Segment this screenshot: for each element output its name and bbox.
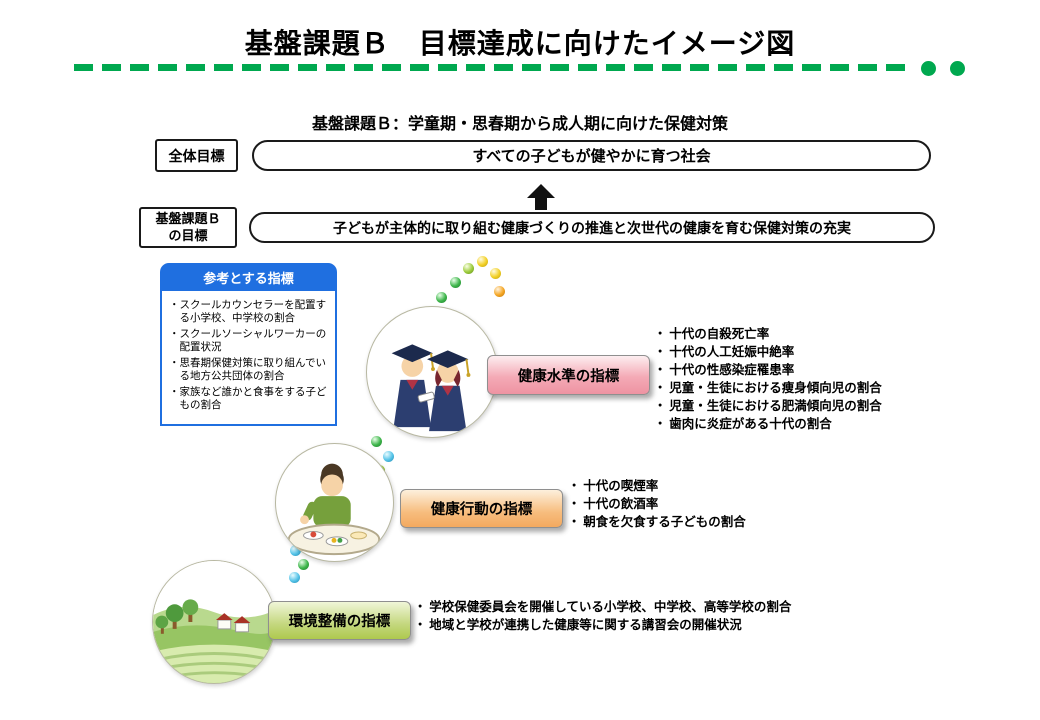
bead-decoration <box>371 436 382 447</box>
bead-decoration <box>477 256 488 267</box>
up-arrow-icon <box>527 184 555 210</box>
issue-b-goal-text: 子どもが主体的に取り組む健康づくりの推進と次世代の健康を育む保健対策の充実 <box>249 212 935 243</box>
divider-dot <box>950 61 965 76</box>
list-item: 思春期保健対策に取り組んでいる地方公共団体の割合 <box>169 357 328 384</box>
bead-decoration <box>436 292 447 303</box>
list-item: 十代の性感染症罹患率 <box>658 361 1033 379</box>
list-item: 十代の喫煙率 <box>572 477 902 495</box>
list-item: 家族など誰かと食事をする子どもの割合 <box>169 386 328 413</box>
bead-decoration <box>290 545 301 556</box>
bead-decoration <box>494 286 505 297</box>
landscape-icon <box>153 561 275 683</box>
bead-decoration <box>289 572 300 583</box>
environment-indicator-list: 学校保健委員会を開催している小学校、中学校、高等学校の割合 地域と学校が連携した… <box>418 598 1030 634</box>
behavior-indicator-list: 十代の喫煙率 十代の飲酒率 朝食を欠食する子どもの割合 <box>572 477 902 531</box>
section-subtitle: 基盤課題Ｂ：学童期・思春期から成人期に向けた保健対策 <box>311 116 728 133</box>
list-item: 十代の自殺死亡率 <box>658 325 1033 343</box>
divider-dot <box>921 61 936 76</box>
list-item: 朝食を欠食する子どもの割合 <box>572 513 902 531</box>
list-item: 学校保健委員会を開催している小学校、中学校、高等学校の割合 <box>418 598 1030 616</box>
list-item: 十代の人工妊娠中絶率 <box>658 343 1033 361</box>
issue-b-goal-label: 基盤課題Ｂ の目標 <box>139 207 237 248</box>
bead-decoration <box>298 559 309 570</box>
health-indicator-list: 十代の自殺死亡率 十代の人工妊娠中絶率 十代の性感染症罹患率 児童・生徒における… <box>658 325 1033 433</box>
list-item: 児童・生徒における痩身傾向児の割合 <box>658 379 1033 397</box>
reference-indicators-box: 参考とする指標 スクールカウンセラーを配置する小学校、中学校の割合 スクールソー… <box>160 263 337 426</box>
health-level-ribbon: 健康水準の指標 <box>487 355 650 395</box>
behavior-level-ribbon: 健康行動の指標 <box>400 489 563 528</box>
list-item: 十代の飲酒率 <box>572 495 902 513</box>
dashed-divider <box>74 64 908 71</box>
environment-level-ribbon: 環境整備の指標 <box>268 601 411 640</box>
overall-goal-text: すべての子どもが健やかに育つ社会 <box>252 140 931 171</box>
list-item: スクールソーシャルワーカーの配置状況 <box>169 328 328 355</box>
eating-icon <box>287 463 381 556</box>
bead-decoration <box>383 451 394 462</box>
bead-decoration <box>463 263 474 274</box>
list-item: 児童・生徒における肥満傾向児の割合 <box>658 397 1033 415</box>
landscape-illustration <box>152 560 276 684</box>
list-item: 地域と学校が連携した健康等に関する講習会の開催状況 <box>418 616 1030 634</box>
list-item: 歯肉に炎症がある十代の割合 <box>658 415 1033 433</box>
graduates-icon <box>391 344 471 432</box>
overall-goal-label: 全体目標 <box>155 139 238 172</box>
page-title: 基盤課題Ｂ 目標達成に向けたイメージ図 <box>244 28 796 59</box>
bead-decoration <box>490 268 501 279</box>
graduates-illustration <box>366 306 498 438</box>
reference-indicators-title: 参考とする指標 <box>160 263 337 291</box>
reference-indicators-list: スクールカウンセラーを配置する小学校、中学校の割合 スクールソーシャルワーカーの… <box>160 291 337 426</box>
eating-illustration <box>275 443 394 562</box>
bead-decoration <box>450 277 461 288</box>
list-item: スクールカウンセラーを配置する小学校、中学校の割合 <box>169 299 328 326</box>
